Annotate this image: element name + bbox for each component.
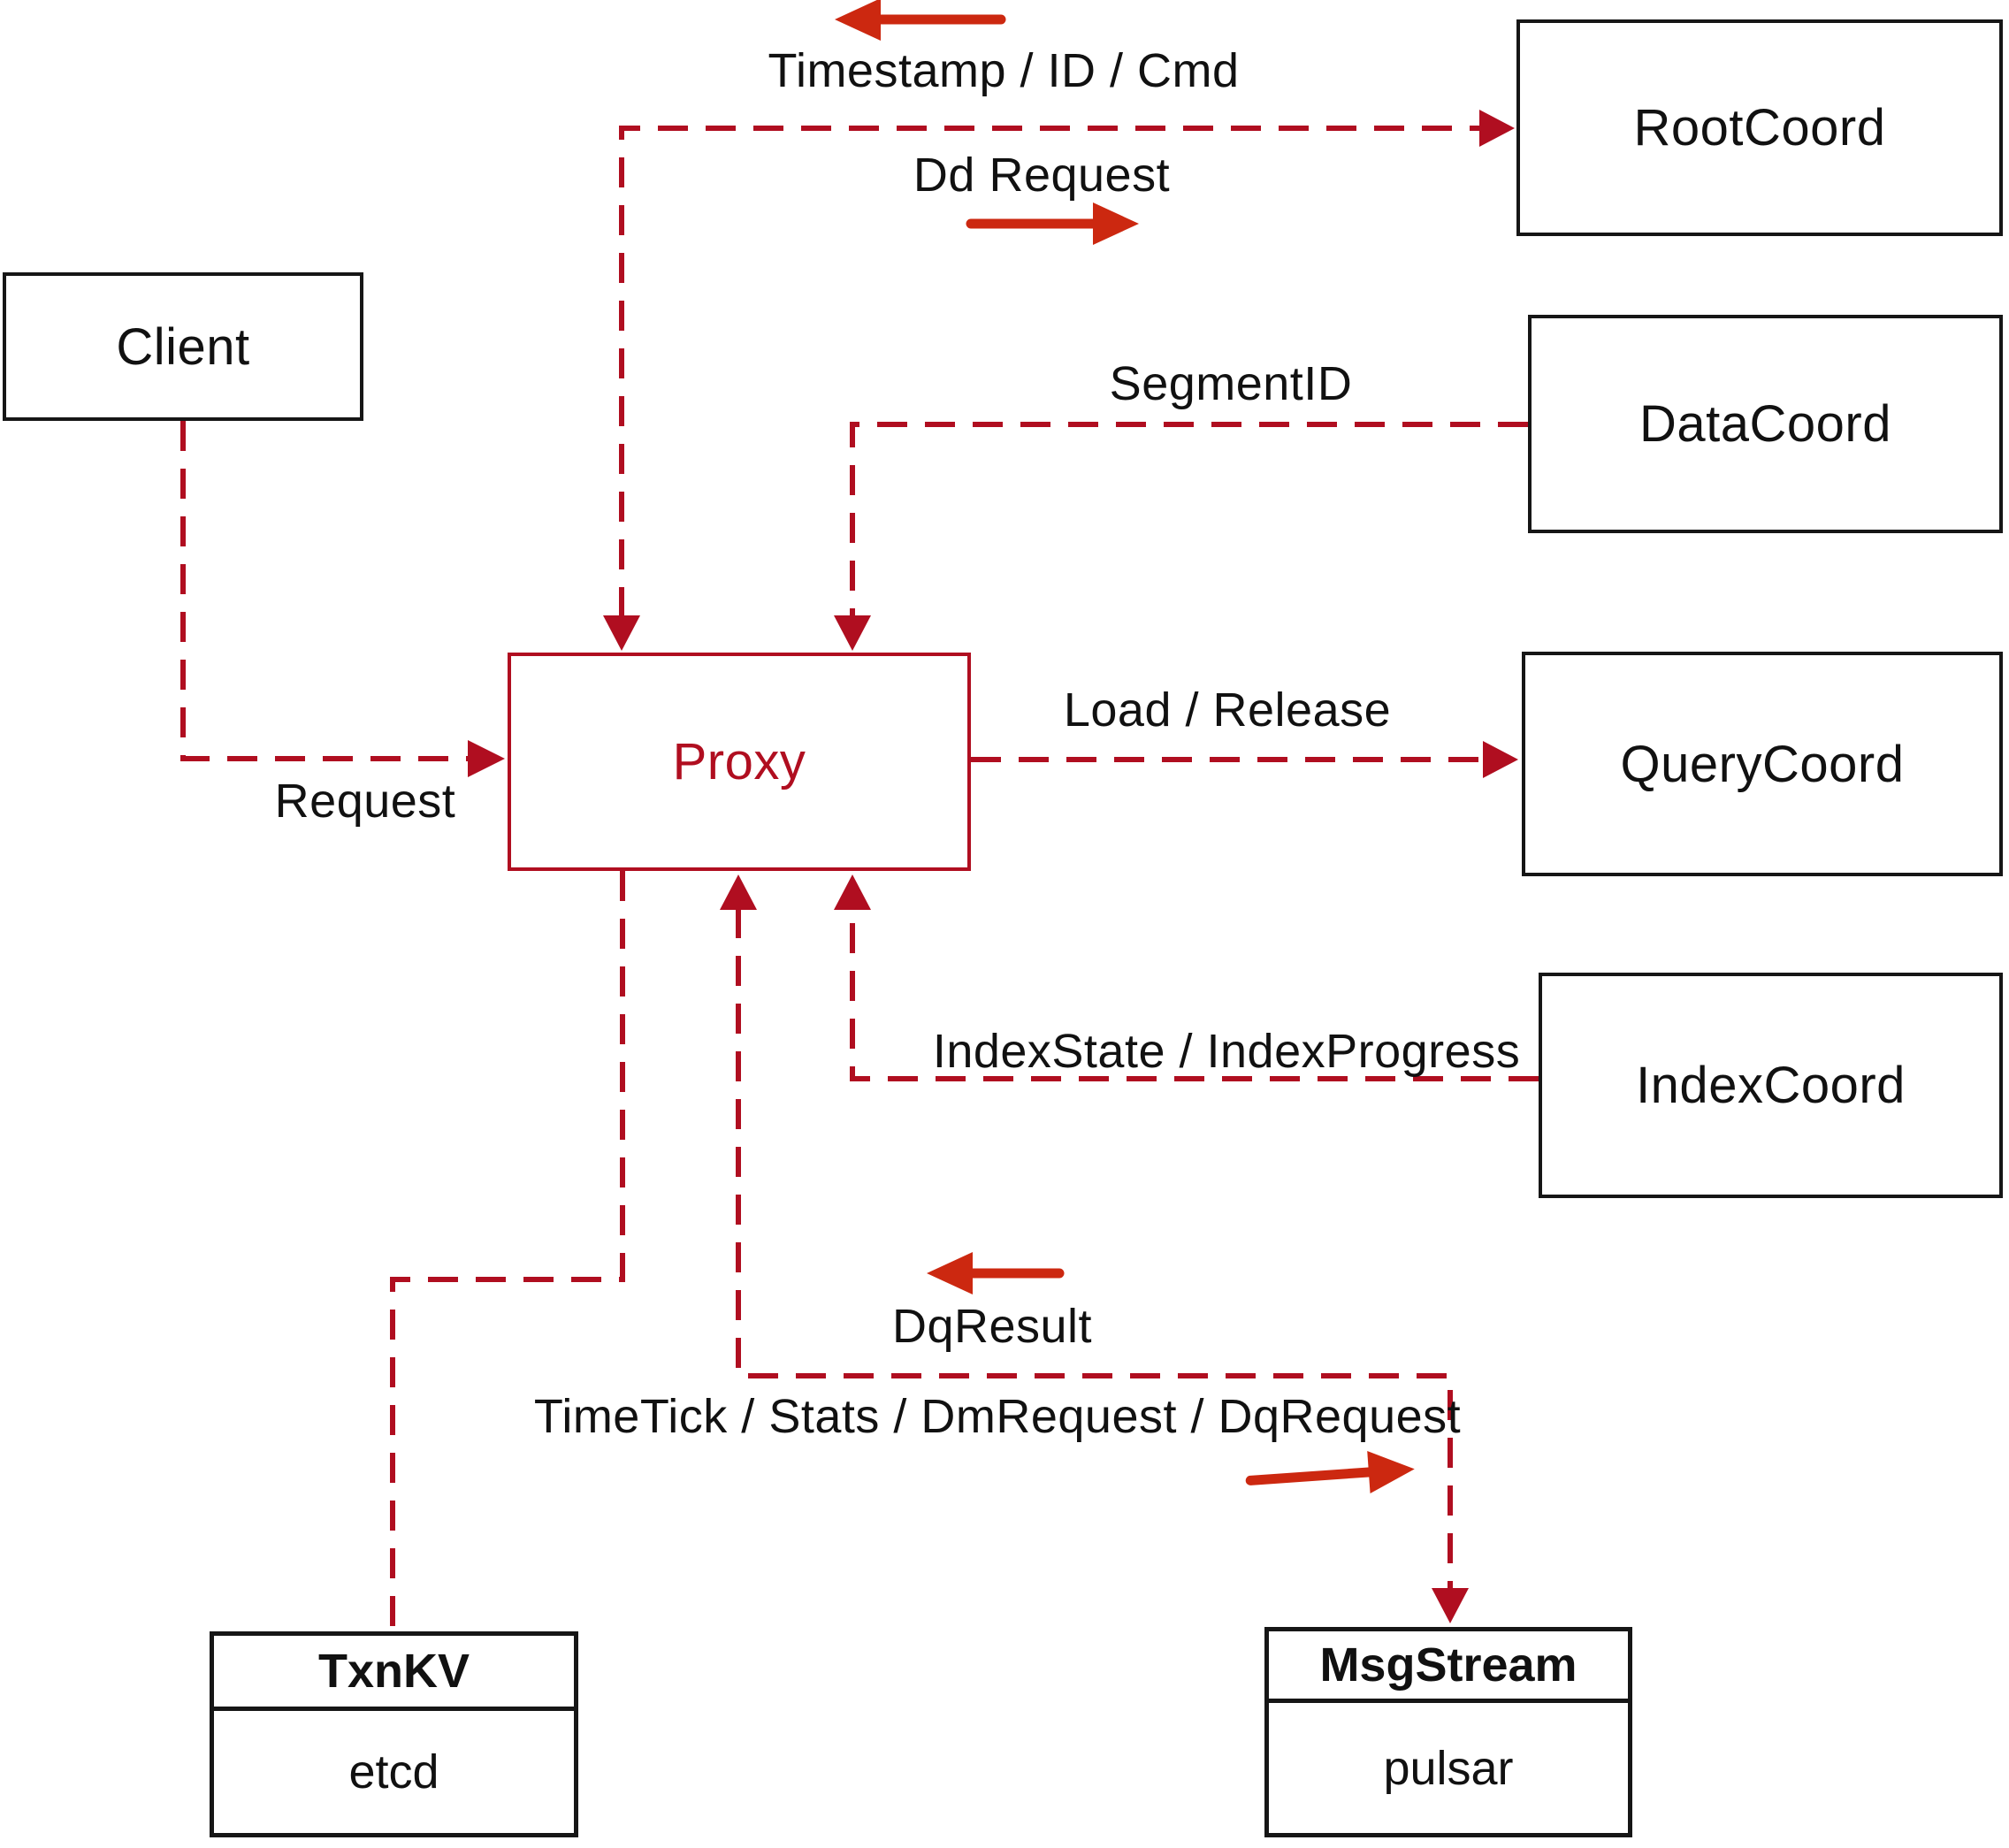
edge-label-timestamp: Timestamp / ID / Cmd [768,44,1240,97]
node-client-label: Client [116,317,250,376]
edge-proxy-msgstream [736,908,1453,1590]
node-proxy-label: Proxy [672,733,806,790]
edge-label-load-release: Load / Release [1063,683,1392,737]
edge-proxy-to-txnkv [390,871,625,1630]
edge-label-dd-request: Dd Request [913,149,1171,202]
edge-label-index-state: IndexState / IndexProgress [932,1025,1521,1078]
node-txnkv-subtitle: etcd [348,1745,439,1798]
node-rootcoord-label: RootCoord [1633,99,1886,157]
node-indexcoord-label: IndexCoord [1636,1057,1906,1114]
node-client: Client [3,272,363,421]
arrowhead-into-proxy-top-left [603,615,640,651]
node-msgstream-title: MsgStream [1269,1631,1628,1703]
arrowhead-into-querycoord [1483,741,1518,778]
arrowhead-into-msgstream [1432,1588,1469,1623]
edge-indexcoord-to-proxy [850,908,1539,1081]
node-datacoord-label: DataCoord [1639,395,1891,453]
node-rootcoord: RootCoord [1516,19,2003,236]
edge-label-timetick: TimeTick / Stats / DmRequest / DqRequest [533,1390,1462,1443]
node-querycoord: QueryCoord [1522,652,2003,876]
edge-proxy-rootcoord [619,126,1499,617]
node-proxy: Proxy [508,653,971,871]
edge-label-segment-id: SegmentID [1109,357,1353,410]
arrowhead-into-proxy-left [468,740,505,777]
node-txnkv-title: TxnKV [214,1636,574,1711]
arrowhead-into-proxy-bottom-right [834,874,871,910]
node-msgstream: MsgStream pulsar [1264,1627,1632,1837]
node-txnkv: TxnKV etcd [210,1631,578,1837]
dd-request-direction-arrow [966,202,1139,245]
arrowhead-into-proxy-top-right [834,615,871,651]
edge-client-to-proxy [180,421,487,761]
arrowhead-into-proxy-bottom-left [720,874,757,910]
edge-datacoord-to-proxy [850,422,1528,617]
edge-label-dq-result: DqResult [891,1300,1093,1353]
timestamp-direction-arrow [835,0,1006,41]
node-querycoord-label: QueryCoord [1620,735,1905,793]
node-datacoord: DataCoord [1528,315,2003,533]
dq-result-direction-arrow [927,1252,1065,1294]
node-indexcoord: IndexCoord [1539,973,2003,1198]
edge-label-request: Request [274,775,456,828]
arrowhead-into-rootcoord [1479,110,1515,147]
node-msgstream-subtitle: pulsar [1383,1741,1514,1795]
timetick-direction-arrow [1245,1451,1415,1493]
